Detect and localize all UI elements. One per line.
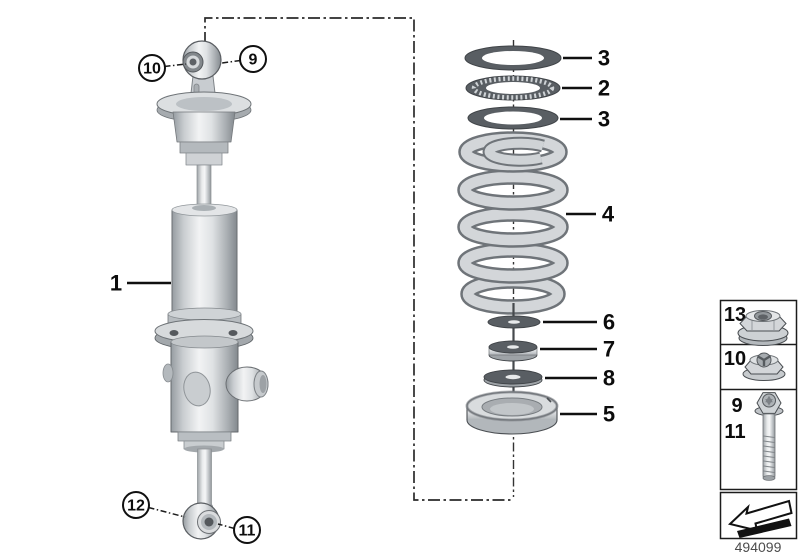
callout-6[interactable]: 6 xyxy=(543,310,615,335)
callout-9-label[interactable]: 9 xyxy=(249,52,258,69)
callout-12-label[interactable]: 12 xyxy=(127,498,145,515)
damper-body xyxy=(162,335,269,433)
callout-5[interactable]: 5 xyxy=(560,402,615,427)
callout-3-bottom[interactable]: 3 xyxy=(560,107,610,132)
callout-12[interactable]: 12 xyxy=(122,491,186,519)
callout-8-label[interactable]: 8 xyxy=(603,366,615,391)
callout-9[interactable]: 9 xyxy=(221,45,267,73)
callout-11-label[interactable]: 11 xyxy=(239,523,256,540)
callout-3-top-label[interactable]: 3 xyxy=(598,46,610,71)
callout-1[interactable]: 1 xyxy=(110,271,171,296)
upper-washer-bottom xyxy=(467,106,559,130)
shock-absorber xyxy=(154,40,269,540)
fastener-legend: 13 10 xyxy=(719,299,798,491)
coil-spring xyxy=(457,131,569,315)
callout-7[interactable]: 7 xyxy=(540,337,615,362)
support-bearing xyxy=(465,75,561,101)
callout-5-label[interactable]: 5 xyxy=(603,402,615,427)
piston-rod-lower xyxy=(197,448,212,508)
spring-stack xyxy=(457,45,569,435)
bottom-cap xyxy=(177,431,232,453)
flange-nut-large-icon xyxy=(737,310,789,346)
damper-cylinder xyxy=(167,203,242,327)
callout-7-label[interactable]: 7 xyxy=(603,337,615,362)
callout-1-label[interactable]: 1 xyxy=(110,271,122,296)
legend-row-screw-9-11[interactable]: 9 11 xyxy=(724,392,784,481)
spring-pad xyxy=(465,390,559,435)
callout-3-top[interactable]: 3 xyxy=(563,46,610,71)
callout-11[interactable]: 11 xyxy=(217,516,261,544)
flange-locknut-icon xyxy=(742,352,786,381)
legend-row-nut-10[interactable]: 10 xyxy=(724,348,786,381)
upper-eyelet xyxy=(182,40,222,103)
direction-arrow-icon xyxy=(727,499,793,538)
direction-arrow-box xyxy=(719,491,798,540)
callout-8[interactable]: 8 xyxy=(545,366,615,391)
legend-11-label[interactable]: 11 xyxy=(724,421,745,443)
washer-thick xyxy=(488,340,538,362)
callout-2[interactable]: 2 xyxy=(562,76,610,101)
upper-washer-top xyxy=(464,45,562,71)
legend-row-nut-13[interactable]: 13 xyxy=(724,304,789,346)
legend-10-label[interactable]: 10 xyxy=(724,348,746,370)
hex-flange-bolt-icon xyxy=(754,392,784,481)
lower-eyelet xyxy=(182,502,221,540)
diagram-number: 494099 xyxy=(735,539,782,555)
washer-wide xyxy=(483,369,543,388)
legend-9-label[interactable]: 9 xyxy=(731,395,742,417)
callout-6-label[interactable]: 6 xyxy=(603,310,615,335)
callout-4-label[interactable]: 4 xyxy=(602,202,615,227)
callout-4[interactable]: 4 xyxy=(566,202,615,227)
callout-10[interactable]: 10 xyxy=(138,54,187,82)
callout-10-label[interactable]: 10 xyxy=(143,61,161,78)
washer-small xyxy=(487,315,541,329)
top-mount xyxy=(156,91,252,166)
callout-3-bottom-label[interactable]: 3 xyxy=(598,107,610,132)
callout-2-label[interactable]: 2 xyxy=(598,76,610,101)
legend-13-label[interactable]: 13 xyxy=(724,304,746,326)
assembly-bracket-line xyxy=(204,17,511,501)
